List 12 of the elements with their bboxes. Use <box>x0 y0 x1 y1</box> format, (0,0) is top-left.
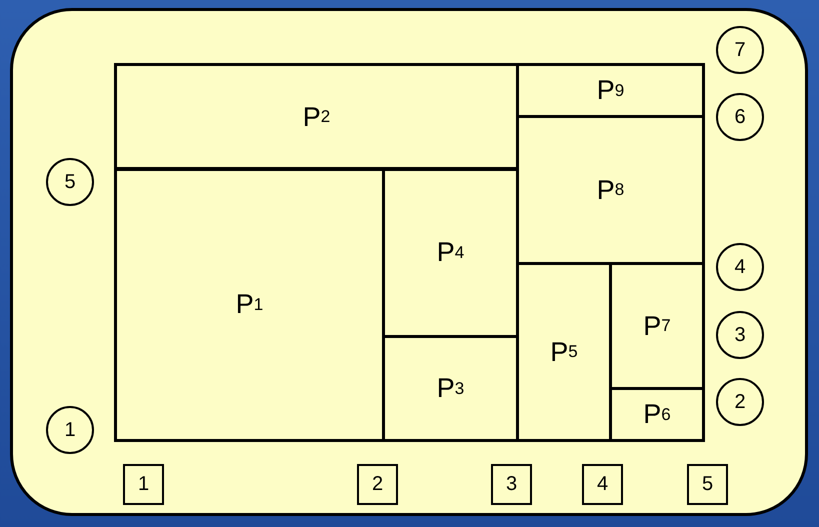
number-square: 4 <box>582 464 623 505</box>
number-circle: 6 <box>716 93 764 141</box>
number-circle: 4 <box>716 243 764 291</box>
number-circle: 1 <box>46 406 94 454</box>
number-square: 2 <box>357 464 398 505</box>
number-square: 1 <box>123 464 164 505</box>
number-circle: 5 <box>46 158 94 206</box>
number-circle: 2 <box>716 378 764 426</box>
number-circle: 7 <box>716 26 764 74</box>
number-square: 5 <box>687 464 728 505</box>
number-circle: 3 <box>716 311 764 359</box>
number-square: 3 <box>491 464 532 505</box>
